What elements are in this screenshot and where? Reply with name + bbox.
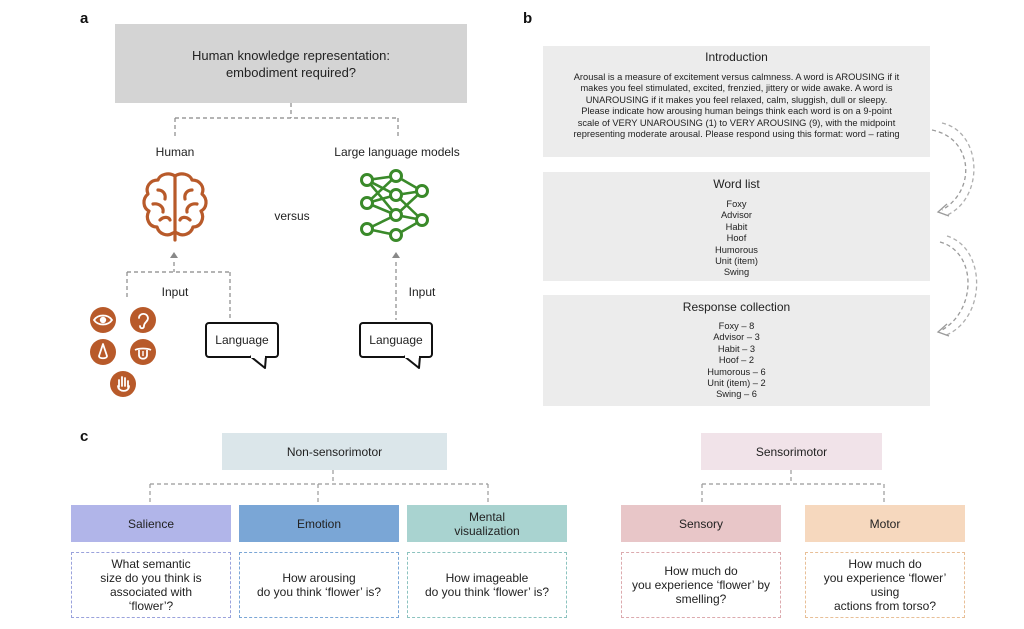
speech-bubble-icon-human: Language	[205, 322, 285, 370]
versus-label: versus	[274, 209, 310, 223]
intro-line: Arousal is a measure of excitement versu…	[573, 72, 900, 82]
question-line: How much do	[664, 564, 738, 578]
response-item: Unit (item) – 2	[707, 378, 766, 389]
word-item: Unit (item)	[715, 256, 758, 267]
mental-visualization-question: How imageable do you think ‘flower’ is?	[407, 552, 567, 618]
non-sensorimotor-box: Non-sensorimotor	[222, 433, 447, 470]
question-line: you experience ‘flower’ using	[823, 571, 947, 599]
word-item: Habit	[725, 221, 748, 232]
embodiment-question-box: Human knowledge representation: embodime…	[115, 24, 467, 103]
intro-line: scale of VERY UNAROUSING (1) to VERY ARO…	[577, 117, 896, 128]
speech-bubble-icon-llm: Language	[359, 322, 439, 370]
embodiment-title-line1: Human knowledge representation:	[191, 47, 390, 63]
response-list: Foxy – 8 Advisor – 3 Habit – 3 Hoof – 2 …	[543, 321, 930, 401]
tongue-icon	[130, 339, 156, 365]
eye-icon	[90, 307, 116, 333]
hand-icon	[110, 371, 136, 397]
question-line: do you think ‘flower’ is?	[424, 585, 550, 599]
introduction-box: Introduction Arousal is a measure of exc…	[543, 46, 930, 157]
panel-a-letter: a	[80, 10, 89, 27]
salience-question: What semantic size do you think is assoc…	[71, 552, 231, 618]
input-label-llm: Input	[408, 285, 436, 299]
introduction-title: Introduction	[705, 50, 768, 64]
response-item: Advisor – 3	[713, 332, 760, 343]
response-item: Foxy – 8	[718, 321, 755, 331]
embodiment-title-line2: embodiment required?	[225, 64, 357, 80]
word-list-title: Word list	[713, 177, 760, 191]
input-label-human: Input	[161, 285, 189, 299]
intro-line: UNAROUSING if it makes you feel relaxed,…	[585, 94, 888, 105]
question-line: you experience ‘flower’ by	[631, 578, 771, 592]
neural-network-icon	[360, 169, 429, 242]
emotion-header: Emotion	[239, 505, 399, 542]
intro-line: representing moderate arousal. Please re…	[573, 129, 900, 140]
nose-icon	[90, 339, 116, 365]
question-line: ‘flower’?	[128, 599, 174, 613]
language-bubble-human: Language	[205, 322, 279, 358]
word-item: Foxy	[726, 199, 747, 209]
introduction-text: Arousal is a measure of excitement versu…	[543, 72, 930, 140]
panel-b-letter: b	[523, 10, 533, 27]
word-item: Advisor	[720, 210, 752, 221]
brain-icon	[142, 172, 208, 242]
intro-line: makes you feel stimulated, excited, fren…	[580, 83, 893, 94]
response-item: Humorous – 6	[707, 366, 766, 377]
question-line: smelling?	[675, 592, 727, 606]
mental-visualization-header: Mental visualization	[407, 505, 567, 542]
question-line: actions from torso?	[833, 599, 937, 613]
emotion-question: How arousing do you think ‘flower’ is?	[239, 552, 399, 618]
question-line: How imageable	[445, 571, 529, 585]
question-line: size do you think is	[100, 571, 202, 585]
response-collection-box: Response collection Foxy – 8 Advisor – 3…	[543, 295, 930, 406]
response-item: Swing – 6	[716, 389, 757, 400]
question-line: associated with	[109, 585, 193, 599]
word-list-box: Word list Foxy Advisor Habit Hoof Humoro…	[543, 172, 930, 281]
flow-arrows	[931, 122, 978, 337]
word-list: Foxy Advisor Habit Hoof Humorous Unit (i…	[543, 199, 930, 279]
sensory-question: How much do you experience ‘flower’ by s…	[621, 552, 781, 618]
response-item: Hoof – 2	[718, 355, 755, 366]
mental-visualization-label-line: Mental	[468, 509, 506, 524]
human-label: Human	[155, 145, 195, 159]
response-collection-title: Response collection	[682, 300, 791, 314]
panel-c-letter: c	[80, 428, 89, 445]
motor-header: Motor	[805, 505, 965, 542]
word-item: Hoof	[726, 233, 747, 244]
ear-icon	[130, 307, 156, 333]
salience-header: Salience	[71, 505, 231, 542]
word-item: Humorous	[715, 244, 758, 255]
question-line: do you think ‘flower’ is?	[256, 585, 382, 599]
intro-line: Please indicate how arousing human being…	[581, 106, 892, 117]
llm-label: Large language models	[334, 145, 460, 159]
question-line: How arousing	[282, 571, 356, 585]
question-line: What semantic	[111, 557, 191, 571]
sensorimotor-box: Sensorimotor	[701, 433, 882, 470]
mental-visualization-label-line: visualization	[454, 523, 520, 538]
question-line: How much do	[848, 557, 922, 571]
sensory-header: Sensory	[621, 505, 781, 542]
word-item: Swing	[723, 267, 750, 278]
language-bubble-llm: Language	[359, 322, 433, 358]
motor-question: How much do you experience ‘flower’ usin…	[805, 552, 965, 618]
response-item: Habit – 3	[717, 343, 756, 354]
